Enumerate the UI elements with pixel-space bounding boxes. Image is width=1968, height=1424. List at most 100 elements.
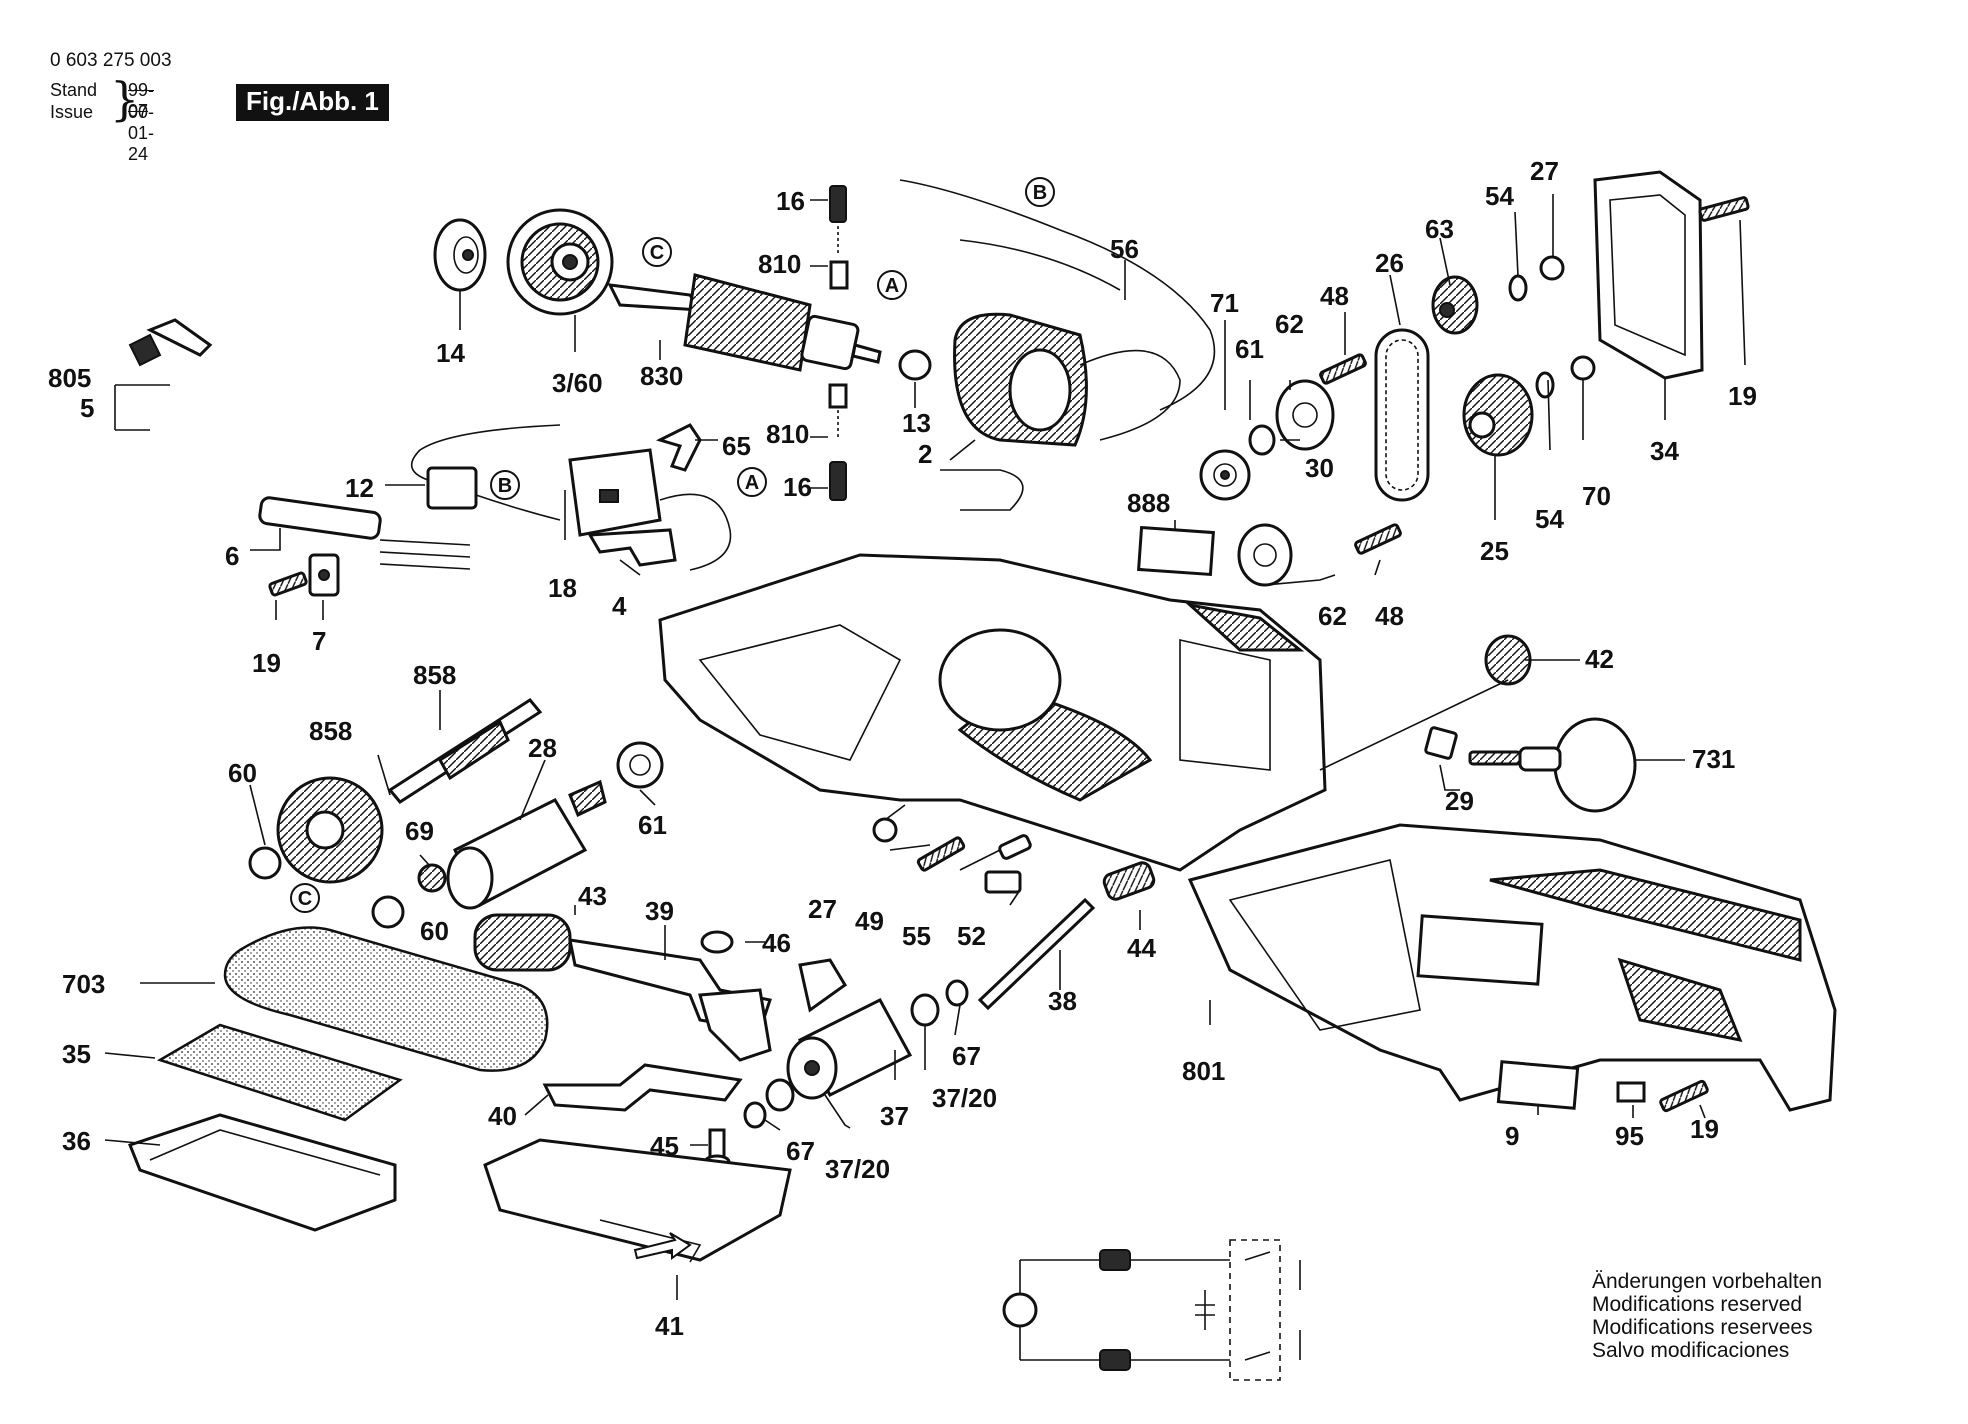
screw-lower <box>1354 523 1402 555</box>
callout-35: 35 <box>62 1039 91 1069</box>
callout-29: 29 <box>1445 786 1474 816</box>
tension-lever <box>542 1063 743 1112</box>
ref-bubble-b-top: B <box>1025 177 1055 207</box>
issue-label: Issue <box>50 102 94 122</box>
callout-95: 95 <box>1615 1121 1644 1151</box>
callout-18: 18 <box>548 573 577 603</box>
callout-37: 37 <box>880 1101 909 1131</box>
suppressor-capacitor <box>410 424 561 521</box>
callout-14: 14 <box>436 338 465 368</box>
drive-roller <box>446 779 607 910</box>
toothed-belt <box>1374 328 1430 502</box>
notice-line-es: Salvo modificaciones <box>1592 1339 1790 1362</box>
callout-5: 5 <box>80 393 94 423</box>
washer-67-lower <box>743 1101 767 1129</box>
callout-3-60: 3/60 <box>552 368 603 398</box>
small-label <box>1616 1081 1646 1103</box>
callout-19-cord: 19 <box>252 648 281 678</box>
roller-bracket <box>798 958 847 1013</box>
drive-shaft <box>387 698 543 804</box>
power-cord <box>128 318 471 570</box>
armature <box>607 273 882 372</box>
callout-36: 36 <box>62 1126 91 1156</box>
callout-12: 12 <box>345 473 374 503</box>
callout-67-upper: 67 <box>952 1041 981 1071</box>
armature-bearing <box>433 218 487 292</box>
block-52 <box>984 870 1022 894</box>
callout-54-top: 54 <box>1485 181 1514 211</box>
ref-bubble-c-gear: C <box>290 883 320 913</box>
field-stator <box>899 179 1216 511</box>
roller-bearing <box>616 741 664 789</box>
callout-16-bottom: 16 <box>783 472 812 502</box>
wiring-schematic <box>1002 1239 1301 1381</box>
leader-lines <box>104 194 1746 1300</box>
motor-housing <box>658 553 1327 872</box>
washer <box>1248 424 1276 456</box>
large-pulley <box>1462 373 1534 457</box>
callout-67-lower: 67 <box>786 1136 815 1166</box>
guide-rod <box>977 897 1096 1011</box>
sanding-belt <box>223 926 549 1072</box>
bevel-gear <box>276 776 384 884</box>
callout-30: 30 <box>1305 453 1334 483</box>
callout-37-20-lower: 37/20 <box>825 1154 890 1184</box>
platen-frame <box>568 938 772 1062</box>
callout-48-top: 48 <box>1320 281 1349 311</box>
bearing-flange-upper <box>1275 379 1335 451</box>
callout-9: 9 <box>1505 1121 1519 1151</box>
callout-62-bottom: 62 <box>1318 601 1347 631</box>
screw-49 <box>916 836 966 872</box>
ref-bubble-a-switch: A <box>737 467 767 497</box>
notice-line-de: Änderungen vorbehalten <box>1592 1270 1823 1293</box>
washer-54-upper <box>1508 274 1528 302</box>
square-nut <box>1424 726 1458 760</box>
callout-858-shaft: 858 <box>413 660 456 690</box>
nut-27-upper <box>1539 255 1565 281</box>
on-off-switch <box>568 448 732 571</box>
cork-pad <box>156 1023 403 1122</box>
small-pulley <box>1431 275 1479 335</box>
notice-line-fr: Modifications reservees <box>1592 1316 1813 1339</box>
figure-badge: Fig./Abb. 1 <box>236 84 389 121</box>
callout-38: 38 <box>1048 986 1077 1016</box>
washer-69 <box>417 863 447 893</box>
platen <box>128 1113 397 1232</box>
callout-6: 6 <box>225 541 239 571</box>
callout-27-bottom: 27 <box>808 894 837 924</box>
callout-61-bottom: 61 <box>638 810 667 840</box>
bearing-37-20-upper <box>910 993 940 1027</box>
svg-text:B: B <box>498 475 512 497</box>
callout-26: 26 <box>1375 248 1404 278</box>
belt-tracking-knob <box>1484 634 1532 686</box>
compression-spring <box>1102 861 1156 901</box>
bearing-37-20-lower <box>765 1078 795 1112</box>
callout-65: 65 <box>722 431 751 461</box>
screw-upper <box>1319 353 1367 385</box>
callout-52: 52 <box>957 921 986 951</box>
cover-screw <box>1698 196 1750 222</box>
callout-70: 70 <box>1582 481 1611 511</box>
callout-69: 69 <box>405 816 434 846</box>
callout-13: 13 <box>902 408 931 438</box>
callout-703: 703 <box>62 969 105 999</box>
callout-810-top: 810 <box>758 249 801 279</box>
notice-line-en: Modifications reserved <box>1592 1293 1803 1316</box>
callout-numbers: 805 5 6 12 7 19 14 3/60 830 16 810 810 1… <box>48 156 1757 1341</box>
bearing-flange-lower <box>1237 523 1293 587</box>
callout-888: 888 <box>1127 488 1170 518</box>
callout-25: 25 <box>1480 536 1509 566</box>
callout-731: 731 <box>1692 744 1735 774</box>
fan-wheel <box>506 208 614 316</box>
belt-guard <box>483 1138 792 1263</box>
ref-bubble-b-switch: B <box>490 470 520 500</box>
callout-61-top: 61 <box>1235 334 1264 364</box>
svg-text:C: C <box>650 242 664 264</box>
callout-19-handle: 19 <box>1690 1114 1719 1144</box>
callout-810-bottom: 810 <box>766 419 809 449</box>
callout-60-top: 60 <box>228 758 257 788</box>
callout-7: 7 <box>312 626 326 656</box>
callout-48-bottom: 48 <box>1375 601 1404 631</box>
tension-spring <box>473 913 572 972</box>
